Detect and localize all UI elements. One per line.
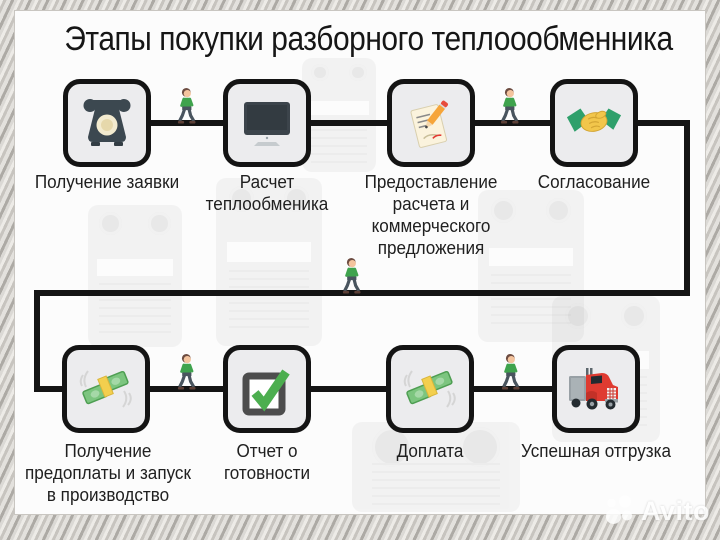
step-box-3 (387, 79, 475, 167)
step-label-6: Отчет о готовности (223, 441, 311, 483)
step-label-5: Получение предоплаты и запуск в производ… (25, 441, 191, 505)
walking-person-icon (500, 88, 519, 124)
walking-person-icon (177, 88, 196, 124)
heat-exchanger-photo (302, 58, 376, 172)
step-label-4: Согласование (537, 172, 651, 192)
money-bills-icon (79, 370, 132, 408)
computer-monitor-icon (244, 102, 290, 146)
truck-icon (569, 368, 618, 410)
heat-exchanger-photo (352, 422, 520, 512)
step-label-2: Расчет теплообменика (205, 172, 329, 214)
step-box-4 (550, 79, 638, 167)
checkbox-check-icon (242, 369, 290, 416)
money-bills-icon (403, 370, 456, 408)
handshake-icon (566, 108, 622, 132)
walking-person-icon (342, 258, 361, 294)
page-title: Этапы покупки разборного теплоообменника (64, 20, 673, 58)
heat-exchanger-photo (216, 178, 322, 346)
step-label-1: Получение заявки (34, 172, 180, 192)
document-pencil-icon (410, 100, 448, 148)
rotary-phone-icon (83, 99, 131, 146)
walking-person-icon (177, 354, 196, 390)
step-box-2 (223, 79, 311, 167)
avito-watermark-text: Avito (641, 495, 710, 526)
step-box-8 (552, 345, 640, 433)
avito-logo-icon (606, 495, 632, 524)
step-label-3: Предоставление расчета и коммерческого п… (364, 172, 498, 258)
walking-person-icon (501, 354, 520, 390)
avito-watermark: Avito (604, 495, 710, 527)
heat-exchanger-photo (478, 190, 584, 342)
step-box-6 (223, 345, 311, 433)
step-label-8: Успешная отгрузка (520, 441, 672, 461)
step-box-7 (386, 345, 474, 433)
step-box-5 (62, 345, 150, 433)
step-box-1 (63, 79, 151, 167)
step-label-7: Доплата (396, 441, 464, 461)
